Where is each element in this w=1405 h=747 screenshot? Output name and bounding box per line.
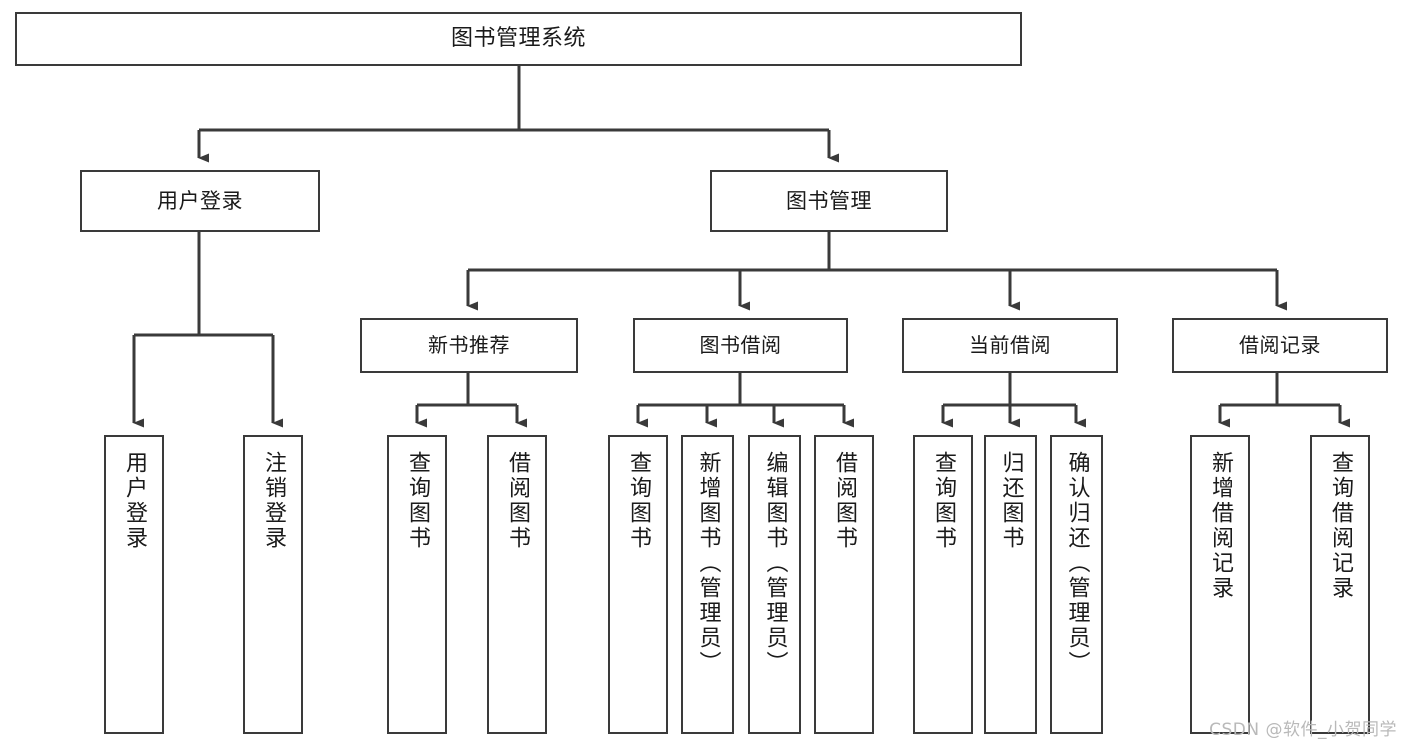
node-book-borrow[interactable]: 图书借阅 xyxy=(633,318,848,373)
node-root[interactable]: 图书管理系统 xyxy=(15,12,1022,66)
node-user-login-label: 用户登录 xyxy=(157,188,243,213)
node-leaf-add-record-label: 新增借阅记录 xyxy=(1208,451,1233,601)
node-leaf-borrow-book-2-label: 借阅图书 xyxy=(832,451,857,551)
node-leaf-return-book-label: 归还图书 xyxy=(998,451,1024,551)
node-leaf-borrow-book-1-label: 借阅图书 xyxy=(505,451,530,551)
csdn-watermark: CSDN @软件_小贺同学 xyxy=(1209,720,1397,740)
node-leaf-add-book-label: 新增图书（管理员） xyxy=(695,451,721,676)
node-leaf-borrow-book-2[interactable]: 借阅图书 xyxy=(814,435,874,734)
node-leaf-logout-label: 注销登录 xyxy=(261,451,286,551)
node-leaf-user-login[interactable]: 用户登录 xyxy=(104,435,164,734)
node-leaf-confirm-return[interactable]: 确认归还（管理员） xyxy=(1050,435,1103,734)
node-leaf-query-record[interactable]: 查询借阅记录 xyxy=(1310,435,1370,734)
node-leaf-confirm-return-label: 确认归还（管理员） xyxy=(1064,451,1090,676)
node-leaf-query-book-3-label: 查询图书 xyxy=(931,451,956,551)
node-leaf-query-book-3[interactable]: 查询图书 xyxy=(913,435,973,734)
node-current-borrow[interactable]: 当前借阅 xyxy=(902,318,1118,373)
node-root-label: 图书管理系统 xyxy=(450,26,586,52)
node-book-borrow-label: 图书借阅 xyxy=(699,333,782,357)
node-leaf-logout[interactable]: 注销登录 xyxy=(243,435,303,734)
node-borrow-record[interactable]: 借阅记录 xyxy=(1172,318,1388,373)
node-new-book-rec[interactable]: 新书推荐 xyxy=(360,318,578,373)
node-leaf-borrow-book-1[interactable]: 借阅图书 xyxy=(487,435,547,734)
node-leaf-query-record-label: 查询借阅记录 xyxy=(1328,451,1353,601)
node-leaf-query-book-1[interactable]: 查询图书 xyxy=(387,435,447,734)
node-leaf-edit-book-label: 编辑图书（管理员） xyxy=(762,451,788,676)
node-leaf-return-book[interactable]: 归还图书 xyxy=(984,435,1037,734)
node-leaf-query-book-1-label: 查询图书 xyxy=(405,451,430,551)
node-leaf-add-record[interactable]: 新增借阅记录 xyxy=(1190,435,1250,734)
node-leaf-edit-book[interactable]: 编辑图书（管理员） xyxy=(748,435,801,734)
node-new-book-rec-label: 新书推荐 xyxy=(428,333,510,357)
node-leaf-query-book-2[interactable]: 查询图书 xyxy=(608,435,668,734)
node-leaf-user-login-label: 用户登录 xyxy=(122,451,147,551)
node-leaf-add-book[interactable]: 新增图书（管理员） xyxy=(681,435,734,734)
node-leaf-query-book-2-label: 查询图书 xyxy=(626,451,651,551)
node-book-manage-label: 图书管理 xyxy=(786,188,872,213)
node-book-manage[interactable]: 图书管理 xyxy=(710,170,948,232)
node-user-login[interactable]: 用户登录 xyxy=(80,170,320,232)
node-current-borrow-label: 当前借阅 xyxy=(969,333,1051,357)
node-borrow-record-label: 借阅记录 xyxy=(1239,333,1321,357)
